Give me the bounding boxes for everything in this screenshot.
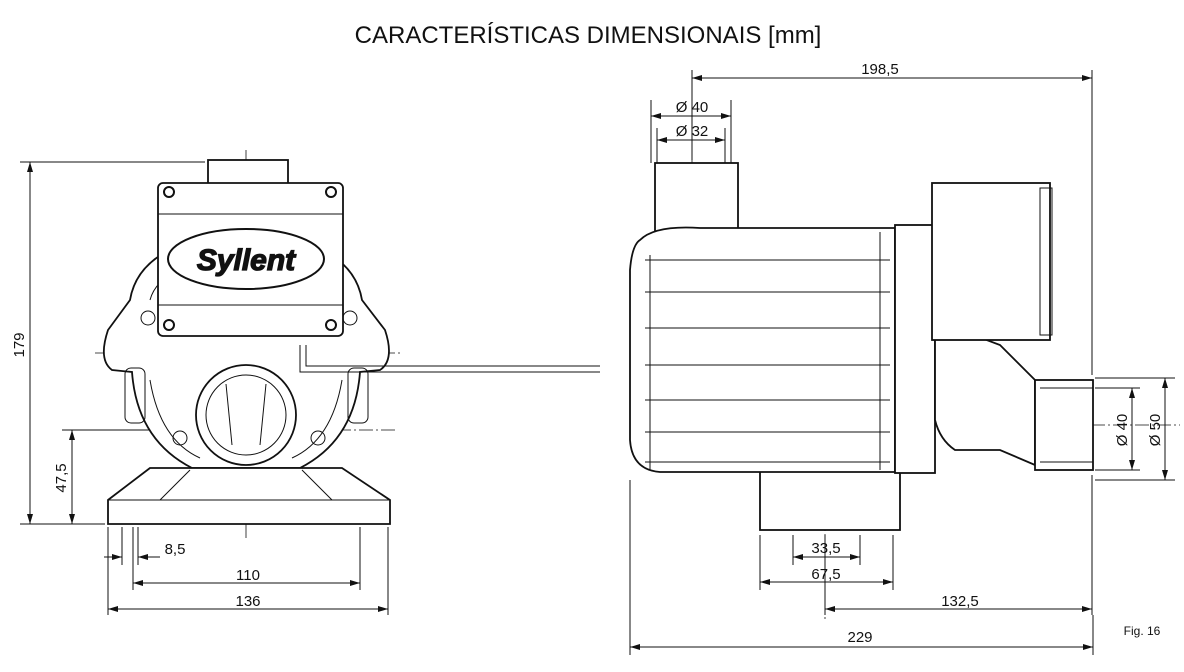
figure-label: Fig. 16: [1124, 624, 1161, 638]
pump-side-view: [629, 150, 1180, 620]
dim-shaft-height: 47,5: [53, 463, 70, 492]
cage-ribs: [645, 232, 890, 470]
front-dimensions: 179 47,5 8,5 110 136: [11, 161, 389, 615]
syllent-logo: Syllent: [197, 244, 297, 277]
dim-outlet-offset: 132,5: [941, 593, 979, 610]
dim-length-to-outlet: 198,5: [861, 61, 899, 78]
dim-bolt-spacing: 110: [236, 567, 260, 584]
dim-foot-width: 8,5: [165, 541, 186, 558]
dim-outlet-outer: Ø 50: [1147, 414, 1164, 447]
side-dimensions: 198,5 Ø 40 Ø 32 Ø 40 Ø 50 33,5 67,5 132,…: [629, 61, 1175, 655]
dim-base-length: 67,5: [811, 566, 840, 583]
dim-outlet-inner: Ø 40: [1114, 414, 1131, 447]
dim-base-slot: 33,5: [811, 540, 840, 557]
dim-inlet-outer: Ø 40: [676, 99, 709, 116]
dim-total-length: 229: [847, 629, 872, 646]
drawing-title: CARACTERÍSTICAS DIMENSIONAIS [mm]: [355, 22, 822, 49]
dim-inlet-inner: Ø 32: [676, 123, 709, 140]
pump-front-view: Syllent: [95, 150, 600, 540]
dim-height: 179: [11, 332, 28, 357]
dim-base-width: 136: [235, 593, 260, 610]
